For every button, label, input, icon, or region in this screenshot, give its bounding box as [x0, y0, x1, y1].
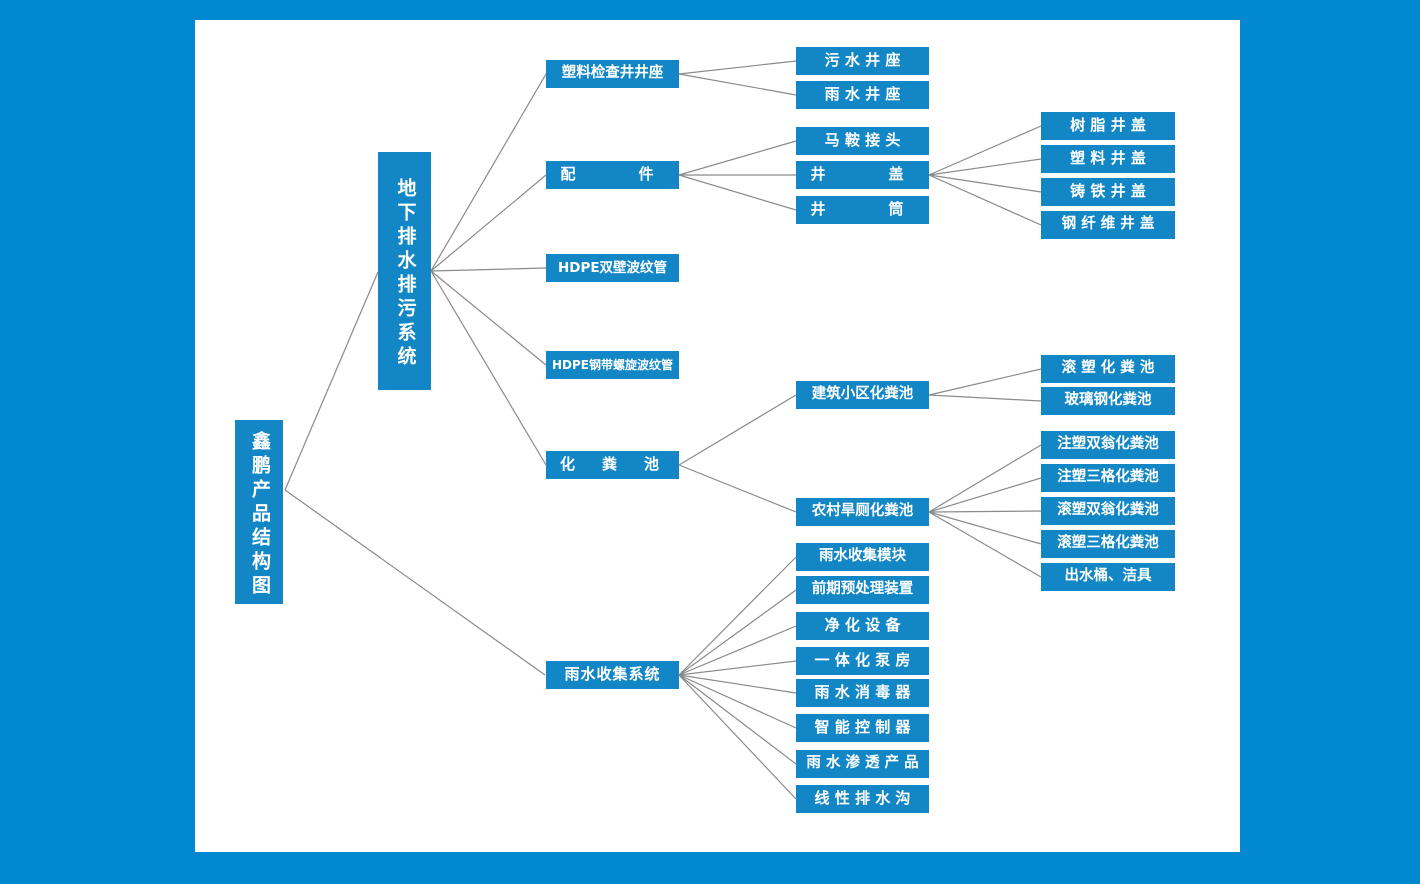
node-septic-tank[interactable]: 化 粪 池: [546, 451, 679, 479]
node-outlet-bucket-and-sanitary-ware[interactable]: 出水桶、洁具: [1041, 563, 1175, 591]
node-rotomolded-septic-tank[interactable]: 滚 塑 化 粪 池: [1041, 355, 1175, 383]
node-resin-well-cover[interactable]: 树 脂 井 盖: [1041, 112, 1175, 140]
node-well-cover[interactable]: 井 盖: [796, 161, 929, 189]
node-integrated-pump-house[interactable]: 一 体 化 泵 房: [796, 647, 929, 675]
node-rainwater-collection-module[interactable]: 雨水收集模块: [796, 543, 929, 571]
node-sewage-well-base[interactable]: 污 水 井 座: [796, 47, 929, 75]
node-linear-drainage-channel[interactable]: 线 性 排 水 沟: [796, 785, 929, 813]
node-well-shaft[interactable]: 井 筒: [796, 196, 929, 224]
node-cast-iron-well-cover[interactable]: 铸 铁 井 盖: [1041, 178, 1175, 206]
node-rotomolded-double-urn-septic-tank[interactable]: 滚塑双翁化粪池: [1041, 497, 1175, 525]
node-building-community-septic-tank[interactable]: 建筑小区化粪池: [796, 381, 929, 409]
node-plastic-well-cover[interactable]: 塑 料 井 盖: [1041, 145, 1175, 173]
node-root[interactable]: 鑫鹏产品结构图: [235, 420, 283, 604]
node-rainwater-sterilizer[interactable]: 雨 水 消 毒 器: [796, 679, 929, 707]
node-purification-equipment[interactable]: 净 化 设 备: [796, 612, 929, 640]
node-pre-treatment-device[interactable]: 前期预处理装置: [796, 576, 929, 604]
node-injection-double-urn-septic-tank[interactable]: 注塑双翁化粪池: [1041, 431, 1175, 459]
node-saddle-joint[interactable]: 马 鞍 接 头: [796, 127, 929, 155]
node-hdpe-steel-belt-spiral-corrugated-pipe[interactable]: HDPE钢带螺旋波纹管: [546, 351, 679, 379]
node-rainwater-infiltration-product[interactable]: 雨 水 渗 透 产 品: [796, 750, 929, 778]
node-steel-fiber-well-cover[interactable]: 钢 纤 维 井 盖: [1041, 211, 1175, 239]
node-rainwater-well-base[interactable]: 雨 水 井 座: [796, 81, 929, 109]
node-rotomolded-three-compartment-septic-tank[interactable]: 滚塑三格化粪池: [1041, 530, 1175, 558]
node-smart-controller[interactable]: 智 能 控 制 器: [796, 714, 929, 742]
node-hdpe-double-wall-corrugated-pipe[interactable]: HDPE双壁波纹管: [546, 254, 679, 282]
node-frp-septic-tank[interactable]: 玻璃钢化粪池: [1041, 387, 1175, 415]
node-rainwater-collection-system[interactable]: 雨水收集系统: [546, 661, 679, 689]
node-plastic-inspection-well-base[interactable]: 塑料检查井井座: [546, 60, 679, 88]
node-injection-three-compartment-septic-tank[interactable]: 注塑三格化粪池: [1041, 464, 1175, 492]
node-fittings[interactable]: 配 件: [546, 161, 679, 189]
node-rural-dry-toilet-septic-tank[interactable]: 农村旱厕化粪池: [796, 498, 929, 526]
node-underground-drainage-system[interactable]: 地下排水排污系统: [378, 152, 431, 390]
